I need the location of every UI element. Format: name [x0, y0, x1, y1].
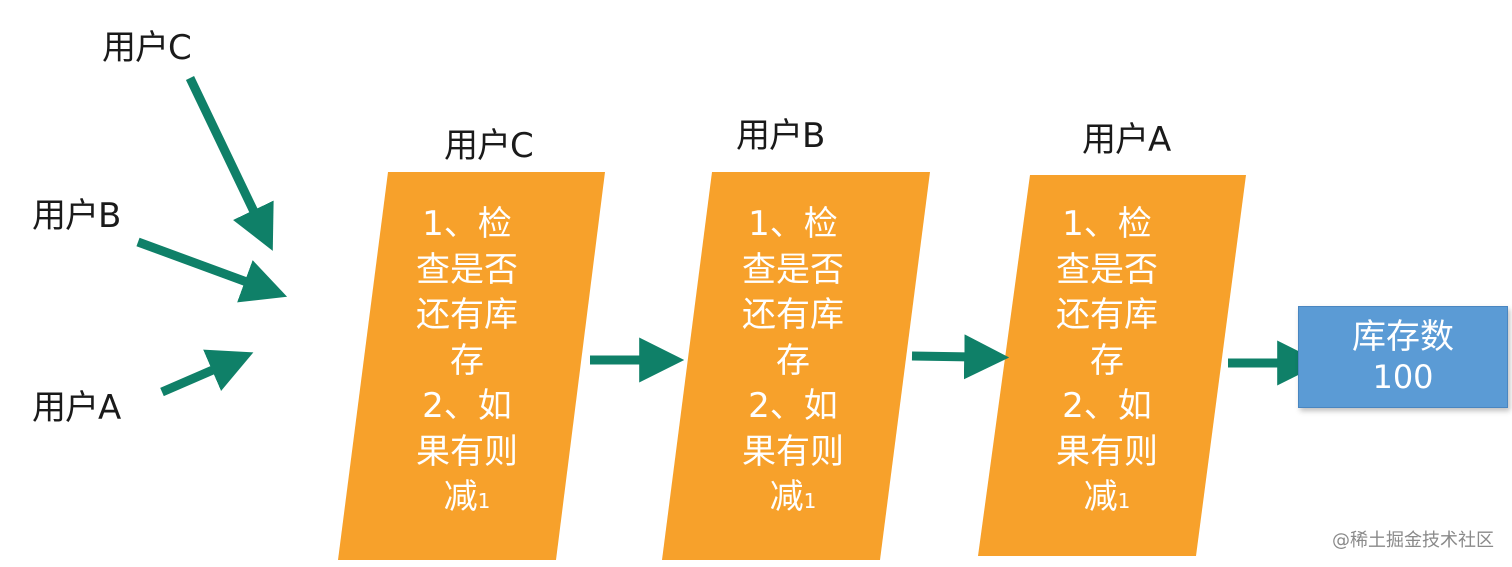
process-block-user-a: [978, 175, 1246, 556]
block-line-last: 减1: [718, 475, 868, 525]
block-line: 果有则: [416, 431, 518, 472]
block-line: 1、检: [1062, 204, 1152, 244]
stock-title: 库存数: [1352, 317, 1454, 357]
user-a-input-arrow: [160, 349, 254, 397]
block-line: 2、如: [748, 386, 838, 426]
block-line-last: 减1: [1032, 475, 1182, 525]
block-line: 果有则: [1056, 431, 1158, 472]
block-line: 果有则: [742, 431, 844, 472]
stock-box: 库存数 100: [1298, 306, 1508, 408]
block-line: 还有库: [742, 295, 844, 335]
block-line: 2、如: [1062, 386, 1152, 426]
block-line: 1、检: [748, 204, 838, 244]
block-line-text: 减: [443, 477, 478, 517]
block-line: 存: [450, 340, 484, 381]
block-line: 还有库: [1056, 295, 1158, 335]
block-text-user-a: 1、检 查是否 还有库 存 2、如 果有则 减1: [1032, 202, 1182, 525]
user-b-input-arrow: [136, 237, 288, 303]
block-line: 存: [776, 340, 810, 381]
block-line: 1、检: [422, 204, 512, 244]
block-line: 查是否: [1056, 249, 1158, 290]
block-text-user-b: 1、检 查是否 还有库 存 2、如 果有则 减1: [718, 202, 868, 525]
block-header-user-c: 用户C: [444, 126, 534, 166]
user-c-input-arrow: [185, 76, 274, 251]
block-line: 查是否: [742, 249, 844, 290]
block-line-suffix: 1: [477, 489, 491, 513]
user-a-label: 用户A: [32, 388, 121, 428]
block-line-suffix: 1: [1117, 489, 1131, 513]
user-b-label: 用户B: [32, 196, 121, 236]
block-line-text: 减: [769, 477, 804, 517]
block-line: 2、如: [422, 386, 512, 426]
block-header-user-b: 用户B: [736, 116, 825, 156]
process-block-user-c: [338, 172, 605, 560]
block-line-suffix: 1: [803, 489, 817, 513]
block-text-user-c: 1、检 查是否 还有库 存 2、如 果有则 减1: [392, 202, 542, 525]
process-block-user-b: [662, 172, 930, 560]
block-b-to-a-arrow: [911, 334, 1010, 380]
block-line-last: 减1: [392, 475, 542, 525]
block-header-user-a: 用户A: [1082, 120, 1171, 160]
stock-count: 100: [1372, 358, 1434, 396]
watermark-text: @稀土掘金技术社区: [1332, 530, 1494, 551]
block-line: 还有库: [416, 295, 518, 335]
block-line: 查是否: [416, 249, 518, 290]
block-line: 存: [1090, 340, 1124, 381]
user-c-label: 用户C: [102, 28, 192, 68]
block-line-text: 减: [1083, 477, 1118, 517]
